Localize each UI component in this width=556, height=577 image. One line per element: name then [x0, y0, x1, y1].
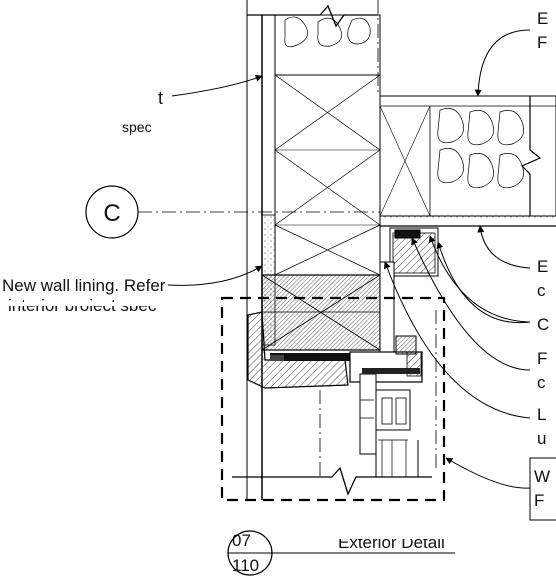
note-right-2a: E — [537, 257, 548, 276]
note-box-right — [529, 457, 556, 521]
ceiling-structure — [379, 95, 556, 227]
note-right-4a: F — [537, 349, 547, 368]
window-frame — [349, 335, 423, 477]
leader-lines — [167, 29, 531, 489]
note-right-5a: L — [537, 405, 546, 424]
grid-bubble-c[interactable]: C — [85, 185, 139, 239]
note-right-1a: E — [537, 9, 548, 28]
note-right-1b: F — [537, 33, 547, 52]
note-right-2b: c — [537, 281, 546, 300]
note-right-6a: W — [534, 467, 550, 486]
head-trim — [389, 227, 439, 277]
detail-callout-box — [220, 296, 446, 502]
bottom-break-line — [232, 466, 432, 496]
note-left-fragment-1: t — [158, 88, 163, 108]
detail-title-block: 07 110 Exterior Detail — [227, 521, 470, 576]
center-lines — [138, 0, 437, 480]
grid-bubble-label: C — [103, 200, 120, 227]
note-right-3: C — [537, 315, 549, 334]
detail-number: 07 — [232, 531, 251, 550]
exterior-trim — [247, 311, 350, 389]
sheet-number: 110 — [232, 556, 259, 575]
note-left-fragment-2: spec — [122, 119, 152, 135]
note-right-4b: c — [537, 373, 546, 392]
note-right-5b: u — [537, 429, 546, 448]
note-right-6b: F — [534, 491, 544, 510]
window-header — [261, 261, 395, 353]
note-wall-lining-line1: New wall lining. Refer — [2, 276, 166, 295]
